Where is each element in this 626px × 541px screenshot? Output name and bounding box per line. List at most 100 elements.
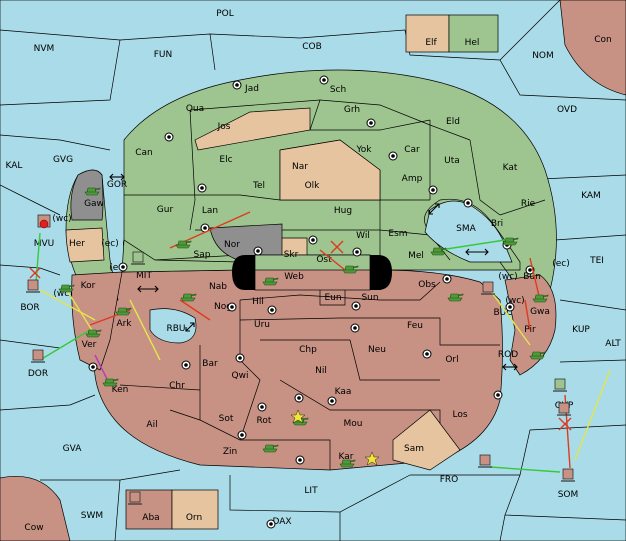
region-label-jad: Jad bbox=[244, 84, 259, 94]
army-icon[interactable] bbox=[430, 247, 447, 256]
supply-centers bbox=[88, 75, 535, 529]
region-label-ail: Ail bbox=[146, 420, 157, 430]
supply-center-icon bbox=[327, 396, 337, 406]
bidirectional-arrow-icon bbox=[428, 203, 440, 215]
army-icon[interactable] bbox=[175, 240, 192, 249]
region-label-sch: Sch bbox=[330, 85, 346, 95]
fleet-icon[interactable] bbox=[131, 251, 145, 265]
support-order bbox=[439, 239, 506, 251]
region-label-nil: Nil bbox=[315, 366, 327, 376]
region-label-eld: Eld bbox=[446, 117, 460, 127]
fleet-icon[interactable] bbox=[481, 281, 495, 295]
supply-center-icon bbox=[463, 198, 473, 208]
region-label-fun: FUN bbox=[154, 50, 173, 60]
region-label-zin: Zin bbox=[223, 447, 237, 457]
gulf-sma bbox=[424, 200, 513, 263]
region-label-sam: Sam bbox=[404, 444, 424, 454]
supply-center-icon bbox=[266, 519, 276, 529]
region-label-chp: Chp bbox=[299, 345, 317, 355]
region-label-hil: Hil bbox=[252, 297, 264, 307]
region-label-aba: Aba bbox=[142, 513, 159, 523]
lagoon-rbu bbox=[149, 308, 197, 344]
region-label-wc: (wc) bbox=[52, 214, 71, 224]
supply-center-icon bbox=[267, 305, 277, 315]
army-icon[interactable] bbox=[532, 294, 549, 303]
supply-center-icon bbox=[442, 274, 452, 284]
convoy-order bbox=[67, 291, 96, 336]
army-icon[interactable] bbox=[502, 237, 519, 246]
region-label-los: Los bbox=[452, 410, 467, 420]
fleet-icon[interactable] bbox=[478, 454, 492, 468]
region-label-mvu: MVU bbox=[34, 239, 55, 249]
army-icon[interactable] bbox=[58, 284, 75, 293]
army-icon[interactable] bbox=[115, 307, 132, 316]
region-label-swm: SWM bbox=[81, 511, 103, 521]
region-label-sot: Sot bbox=[219, 414, 234, 424]
region-label-hug: Hug bbox=[334, 206, 352, 216]
bidirectional-arrow-icon bbox=[185, 322, 195, 332]
region-label-con: Con bbox=[594, 35, 612, 45]
army-icon[interactable] bbox=[447, 293, 464, 302]
army-icon[interactable] bbox=[85, 329, 102, 338]
move-order bbox=[179, 299, 211, 321]
dislodged-icon[interactable] bbox=[37, 214, 51, 229]
army-icon[interactable] bbox=[342, 265, 359, 274]
army-icon[interactable] bbox=[339, 459, 356, 468]
region-cow bbox=[0, 475, 71, 541]
supply-center-icon bbox=[350, 323, 360, 333]
region-label-qua: Qua bbox=[186, 104, 204, 114]
army-icon[interactable] bbox=[262, 444, 279, 453]
supply-center-icon bbox=[505, 302, 515, 312]
region-label-amp: Amp bbox=[402, 174, 423, 184]
region-label-kup: KUP bbox=[572, 325, 590, 335]
region-label-wc: (wc) bbox=[505, 296, 524, 306]
bidirectional-arrow-icon bbox=[137, 285, 159, 293]
region-label-grh: Grh bbox=[344, 105, 360, 115]
region-label-nab: Nab bbox=[209, 282, 227, 292]
supply-center-icon bbox=[164, 132, 174, 142]
supply-center-icon bbox=[388, 151, 398, 161]
region-label-yok: Yok bbox=[355, 145, 372, 155]
region-label-mel: Mel bbox=[408, 251, 424, 261]
fleet-icon[interactable] bbox=[31, 349, 45, 363]
region-label-nor: Nor bbox=[224, 240, 240, 250]
fleet-icon[interactable] bbox=[553, 378, 567, 392]
army-icon[interactable] bbox=[84, 187, 101, 196]
region-label-pir: Pir bbox=[524, 325, 536, 335]
region-label-obs: Obs bbox=[418, 280, 436, 290]
fleet-icon[interactable] bbox=[26, 279, 40, 293]
supply-center-icon bbox=[294, 393, 304, 403]
bidirectional-arrow-icon bbox=[465, 248, 489, 256]
army-icon[interactable] bbox=[262, 277, 279, 286]
fleet-icon[interactable] bbox=[561, 468, 575, 482]
failed-order-crosses bbox=[29, 240, 572, 431]
supply-center-icon bbox=[428, 185, 438, 195]
region-label-nvm: NVM bbox=[34, 44, 55, 54]
region-label-cow: Cow bbox=[24, 523, 43, 533]
region-label-ec: (ec) bbox=[109, 263, 127, 273]
region-label-rie: Rie bbox=[521, 199, 536, 209]
army-icon[interactable] bbox=[102, 378, 119, 387]
convoy-order bbox=[574, 369, 611, 461]
region-label-mit: MIT bbox=[136, 271, 152, 281]
region-label-ec: (ec) bbox=[101, 239, 119, 249]
region-label-kor: Kor bbox=[81, 281, 96, 291]
support-order bbox=[489, 466, 561, 473]
fleet-icon[interactable] bbox=[557, 402, 571, 416]
region-sam bbox=[392, 409, 461, 471]
army-icon[interactable] bbox=[529, 351, 546, 360]
region-label-ec: (ec) bbox=[552, 259, 570, 269]
region-label-rot: Rot bbox=[257, 416, 272, 426]
region-label-lit: LIT bbox=[304, 486, 318, 496]
region-label-gaw: Gaw bbox=[84, 199, 104, 209]
region-label-sun: Sun bbox=[361, 293, 378, 303]
region-label-rbu: RBU bbox=[166, 324, 185, 334]
fleet-icon[interactable] bbox=[128, 491, 142, 505]
army-icon[interactable] bbox=[180, 293, 197, 302]
region-label-pol: POL bbox=[216, 9, 234, 19]
supply-center-icon bbox=[295, 455, 305, 465]
retreat-star-icon bbox=[290, 409, 306, 424]
region-label-kar: Kar bbox=[339, 452, 354, 462]
convoy-order bbox=[489, 289, 531, 346]
